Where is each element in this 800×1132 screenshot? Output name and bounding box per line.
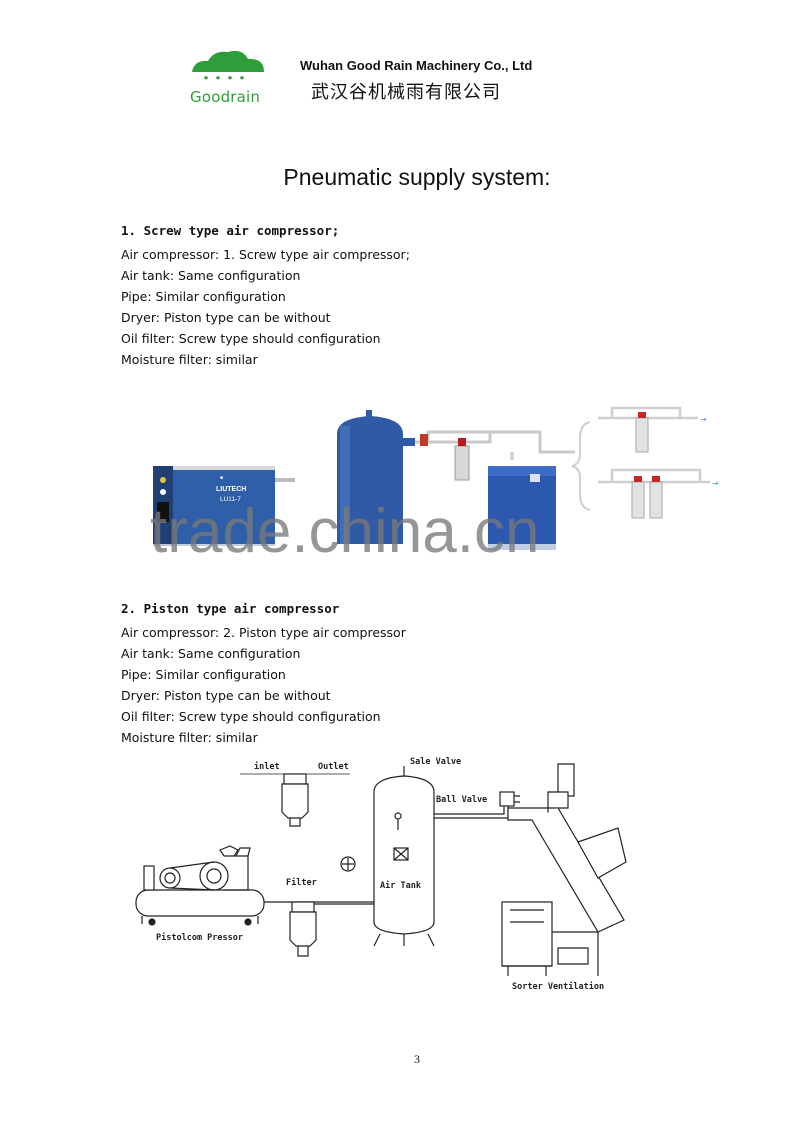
compressor-label: Pistolcom Pressor: [156, 932, 243, 943]
spec-line: Air compressor: 1. Screw type air compre…: [121, 247, 410, 262]
spec-line: Dryer: Piston type can be without: [121, 310, 331, 325]
screw-compressor-image: ■ LIUTECH LU11-7: [153, 466, 295, 546]
sorter-label: Sorter Ventilation: [512, 981, 604, 992]
pneumatic-diagram: inlet Outlet Sale Valve Ball Valve Filte…: [128, 752, 628, 1002]
spec-line: Moisture filter: similar: [121, 730, 258, 745]
logo-cloud-icon: [192, 50, 264, 80]
spec-line: Pipe: Similar configuration: [121, 667, 286, 682]
page-title: Pneumatic supply system:: [283, 164, 551, 190]
arrow-right-icon: →: [712, 479, 719, 488]
ball-valve-label: Ball Valve: [436, 795, 487, 805]
logo-text: Goodrain: [190, 88, 261, 106]
spec-line: Oil filter: Screw type should configurat…: [121, 331, 381, 346]
section-heading: 1. Screw type air compressor;: [121, 223, 340, 238]
compressor-model: LU11-7: [220, 496, 241, 503]
compressor-brand: LIUTECH: [216, 486, 246, 493]
spec-line: Dryer: Piston type can be without: [121, 688, 331, 703]
goodrain-logo: [186, 44, 270, 110]
svg-text:■: ■: [220, 475, 223, 481]
air-tank-label: Air Tank: [380, 880, 421, 891]
page-number: 3: [414, 1052, 420, 1066]
spec-line: Air tank: Same configuration: [121, 268, 301, 283]
section-heading: 2. Piston type air compressor: [121, 601, 340, 616]
spec-line: Air compressor: 2. Piston type air compr…: [121, 625, 406, 640]
section-piston-compressor: 2. Piston type air compressor Air compre…: [121, 601, 721, 748]
dryer-image: [488, 466, 556, 550]
watermark: trade.china.cn: [150, 497, 540, 566]
air-tank-image: [337, 410, 415, 544]
filter-image: [454, 438, 470, 481]
spec-line: Pipe: Similar configuration: [121, 289, 286, 304]
company-name-cn: 武汉谷机械雨有限公司: [311, 82, 501, 103]
spec-line: Oil filter: Screw type should configurat…: [121, 709, 381, 724]
section-screw-compressor: 1. Screw type air compressor; Air compre…: [121, 223, 721, 370]
spec-line: Air tank: Same configuration: [121, 646, 301, 661]
equipment-photo: ■ LIUTECH LU11-7: [120, 394, 720, 574]
arrow-right-icon: →: [700, 415, 707, 424]
company-name-en: Wuhan Good Rain Machinery Co., Ltd: [300, 58, 533, 73]
filter-label: Filter: [286, 877, 317, 888]
spec-line: Moisture filter: similar: [121, 352, 258, 367]
inlet-label: inlet: [254, 761, 280, 772]
outlet-label: Outlet: [318, 762, 349, 772]
sale-valve-label: Sale Valve: [410, 757, 461, 767]
